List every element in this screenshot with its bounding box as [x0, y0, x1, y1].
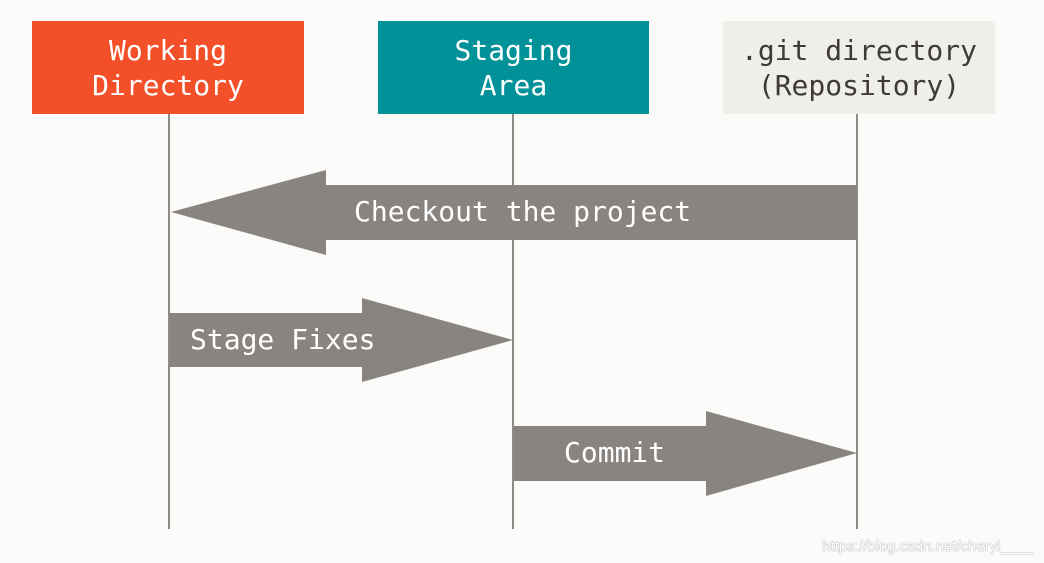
commit-arrow	[514, 411, 857, 496]
commit-arrow-label: Commit	[564, 436, 666, 469]
working-directory-box: Working Directory	[32, 21, 304, 114]
staging-area-box: Staging Area	[378, 21, 649, 114]
staging-area-lifeline	[512, 114, 514, 529]
git-directory-box: .git directory (Repository)	[723, 21, 995, 114]
checkout-arrow-label: Checkout the project	[354, 195, 692, 228]
checkout-arrow	[171, 170, 857, 255]
git-directory-lifeline	[856, 114, 858, 529]
working-directory-lifeline	[168, 114, 170, 529]
stage-fixes-arrow-label: Stage Fixes	[190, 323, 376, 356]
watermark-text: https://blog.csdn.net/cheryl____	[822, 538, 1034, 555]
stage-fixes-arrow	[170, 298, 513, 382]
